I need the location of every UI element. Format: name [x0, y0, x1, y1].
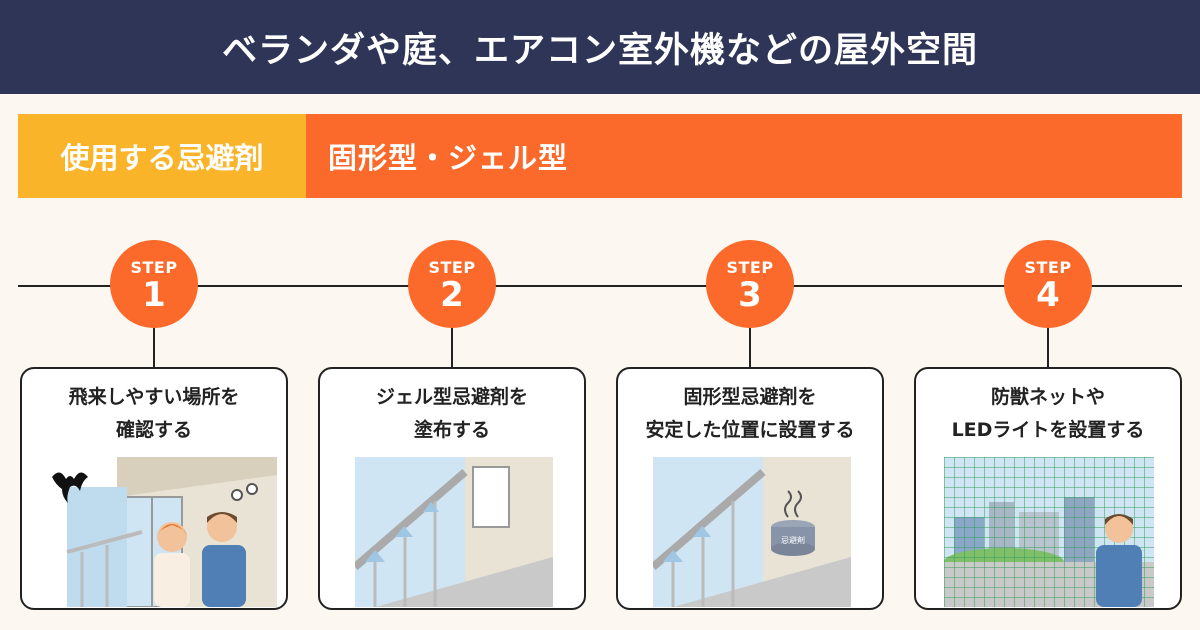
step-card: ジェル型忌避剤を 塗布する	[318, 367, 586, 610]
gel-drop-icon	[395, 526, 413, 537]
repellent-bar: 使用する忌避剤 固形型・ジェル型	[18, 114, 1182, 198]
step-word: STEP	[1024, 257, 1072, 277]
gel-drop-icon	[423, 502, 439, 512]
solid-repellent-illustration: 忌避剤	[653, 457, 851, 607]
net-led-illustration	[944, 457, 1154, 607]
step-badge: STEP 4	[1004, 240, 1092, 328]
gel-drop-icon	[693, 526, 711, 537]
step-text-line1: 固形型忌避剤を	[683, 386, 817, 408]
step-card: 防獣ネットや LEDライトを設置する	[914, 367, 1182, 610]
step-card: 固形型忌避剤を 安定した位置に設置する 忌避剤	[616, 367, 884, 610]
step-word: STEP	[428, 257, 476, 277]
step-text-line2: LEDライトを設置する	[951, 419, 1145, 441]
step-4: STEP 4 防獣ネットや LEDライトを設置する	[914, 240, 1184, 620]
repellent-label: 使用する忌避剤	[18, 114, 306, 198]
step-badge: STEP 2	[408, 240, 496, 328]
bat-icon	[52, 472, 88, 503]
step-text: 固形型忌避剤を 安定した位置に設置する	[618, 381, 882, 447]
step-text-line1: ジェル型忌避剤を	[375, 386, 528, 408]
container-label: 忌避剤	[781, 535, 805, 545]
step-connector	[451, 328, 453, 368]
gel-application-illustration	[355, 457, 553, 607]
step-number: 1	[142, 274, 166, 315]
step-text-line2: 安定した位置に設置する	[645, 419, 855, 441]
step-badge: STEP 1	[110, 240, 198, 328]
step-number: 2	[440, 274, 464, 315]
step-connector	[153, 328, 155, 368]
step-text-line2: 塗布する	[413, 419, 490, 441]
gel-drop-icon	[365, 550, 385, 562]
step-text: 飛来しやすい場所を 確認する	[22, 381, 286, 447]
step-text-line1: 飛来しやすい場所を	[68, 386, 240, 408]
gel-drop-icon	[663, 550, 683, 562]
step-connector	[1047, 328, 1049, 368]
step-1: STEP 1 飛来しやすい場所を 確認する	[20, 240, 290, 620]
step-number: 3	[738, 274, 762, 315]
step-3: STEP 3 固形型忌避剤を 安定した位置に設置する 忌避剤	[616, 240, 886, 620]
step-number: 4	[1036, 274, 1060, 315]
step-text-line1: 防獣ネットや	[990, 386, 1105, 408]
step-connector	[749, 328, 751, 368]
step-text: ジェル型忌避剤を 塗布する	[320, 381, 584, 447]
step-badge: STEP 3	[706, 240, 794, 328]
page-title: ベランダや庭、エアコン室外機などの屋外空間	[0, 0, 1200, 94]
repellent-container-icon: 忌避剤	[771, 490, 815, 556]
step-text: 防獣ネットや LEDライトを設置する	[916, 381, 1180, 447]
timeline-line	[18, 285, 1182, 287]
step-word: STEP	[726, 257, 774, 277]
step-word: STEP	[130, 257, 178, 277]
step-text-line2: 確認する	[115, 419, 192, 441]
step-card: 飛来しやすい場所を 確認する	[20, 367, 288, 610]
repellent-value: 固形型・ジェル型	[306, 114, 1182, 198]
balcony-bat-illustration	[32, 457, 282, 607]
step-2: STEP 2 ジェル型忌避剤を 塗布する	[318, 240, 588, 620]
